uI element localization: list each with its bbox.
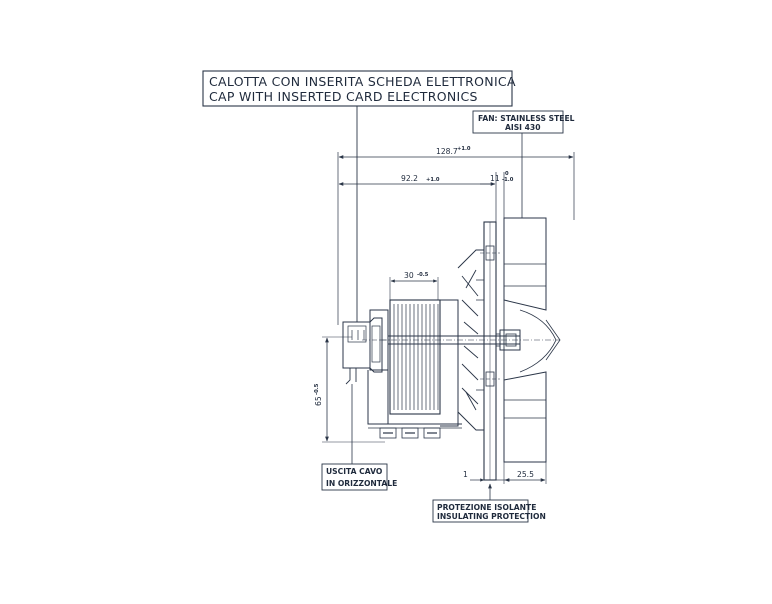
dim-height-tol: -0.5 [314, 383, 320, 395]
callout-protection-box [432, 499, 529, 523]
callout-cable-line1: USCITA CAVO [326, 467, 383, 476]
callout-fan: FAN: STAINLESS STEEL AISI 430 [472, 110, 575, 218]
motor-assembly [342, 221, 560, 481]
callout-cap-box [202, 70, 513, 107]
callout-fan-line1: FAN: STAINLESS STEEL [478, 114, 575, 123]
callout-protection-line2: INSULATING PROTECTION [437, 512, 546, 521]
dim-total-width: 128.7 [436, 147, 458, 156]
dim-total-width-tol: +1.0 [457, 146, 471, 152]
callout-fan-line2: AISI 430 [505, 123, 541, 132]
callout-fan-box [472, 110, 564, 134]
dim-motor-width-tol: +1.0 [426, 177, 440, 183]
dim-fan-width: 25.5 [517, 470, 534, 479]
dim-winding-width: 30 [404, 271, 414, 280]
dim-motor-width: 92.2 [401, 174, 418, 183]
dim-winding-width-tol: -0.5 [417, 272, 429, 278]
dim-height: 65 [314, 396, 323, 406]
callout-cap-english: CAP WITH INSERTED CARD ELECTRONICS [209, 89, 478, 104]
dimension-lines-bottom: 25.5 1 [463, 462, 547, 484]
callout-cable-box [321, 463, 388, 491]
dimension-height: 65 -0.5 [314, 336, 385, 443]
dimension-lines-top: 128.7 +1.0 92.2 +1.0 11 0 -1.0 30 -0.5 [337, 146, 575, 325]
dim-flange-gap-tol-upper: 0 [505, 171, 509, 177]
callout-protection-line1: PROTEZIONE ISOLANTE [437, 503, 536, 512]
motor-winding [389, 299, 441, 415]
dim-plate-thickness: 1 [463, 470, 468, 479]
callout-cable-line2: IN ORIZZONTALE [326, 479, 397, 488]
callout-cap: CALOTTA CON INSERITA SCHEDA ELETTRONICA … [202, 70, 516, 322]
callout-protection: PROTEZIONE ISOLANTE INSULATING PROTECTIO… [432, 483, 546, 523]
dim-flange-gap: 11 [490, 174, 500, 183]
callout-cable: USCITA CAVO IN ORIZZONTALE [321, 384, 397, 491]
callout-cap-italian: CALOTTA CON INSERITA SCHEDA ELETTRONICA [209, 74, 516, 89]
dim-flange-gap-tol-lower: -1.0 [502, 177, 514, 183]
